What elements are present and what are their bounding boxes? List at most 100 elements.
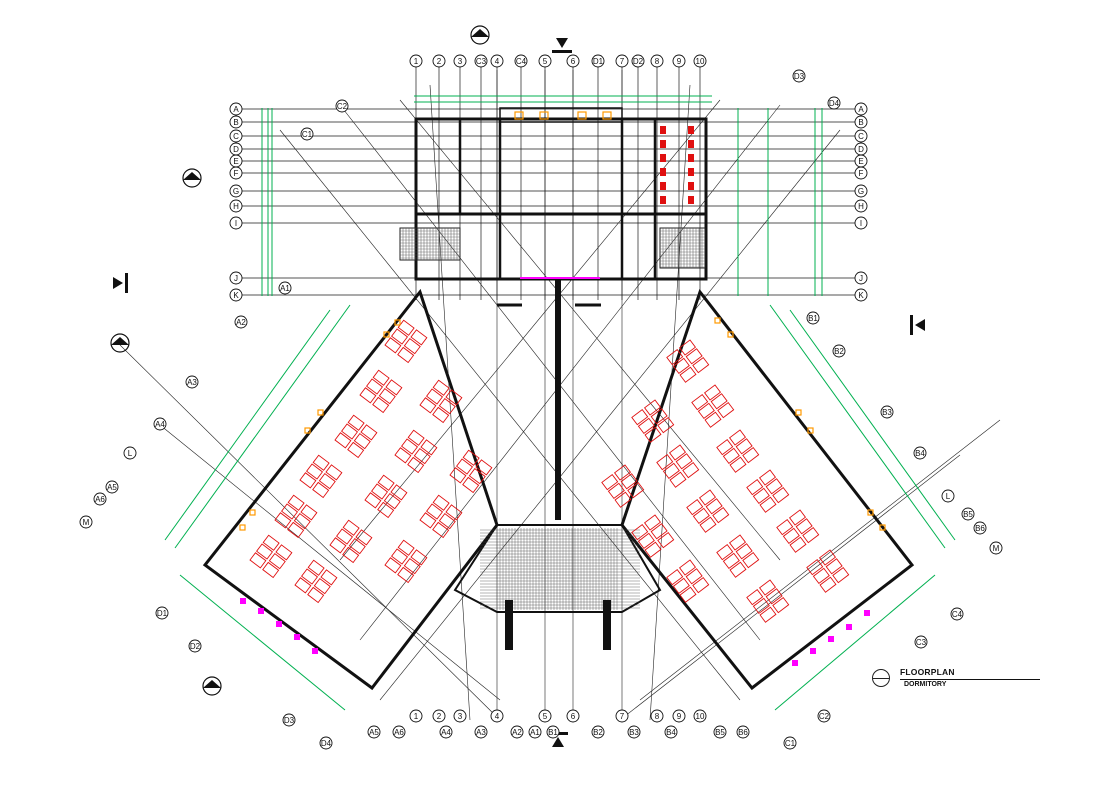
grid-bubble-col-top: C3 bbox=[474, 54, 488, 68]
door-marker bbox=[249, 509, 256, 516]
grid-bubble-row-right: J bbox=[854, 271, 868, 285]
grid-bubble-label: G bbox=[858, 187, 864, 196]
door-marker bbox=[514, 111, 524, 120]
fixture-toilet bbox=[660, 140, 666, 148]
bed bbox=[329, 537, 347, 554]
door-marker bbox=[867, 509, 874, 516]
grid-bubble-circle bbox=[941, 489, 955, 503]
grid-bubble-label: B bbox=[858, 118, 863, 127]
grid-bubble-label: B6 bbox=[738, 728, 748, 737]
grid-bubble-label: I bbox=[860, 219, 862, 228]
bed bbox=[613, 464, 632, 481]
bed bbox=[397, 319, 415, 336]
fixture-toilet bbox=[688, 154, 694, 162]
bed bbox=[746, 588, 764, 606]
grid-bubble-circle bbox=[650, 54, 664, 68]
bed bbox=[340, 423, 359, 440]
stair-right bbox=[659, 227, 706, 269]
bed-cluster-right bbox=[746, 579, 790, 623]
bed bbox=[704, 411, 722, 428]
grid-bubble-col-top: 9 bbox=[672, 54, 686, 68]
walls bbox=[202, 107, 915, 691]
bed bbox=[445, 389, 463, 406]
grid-bubble-circle bbox=[474, 725, 488, 739]
grid-bubble-wing-right: M bbox=[989, 541, 1003, 555]
door-marker bbox=[795, 409, 802, 416]
title-symbol-icon bbox=[872, 669, 890, 687]
bed-cluster-left bbox=[419, 379, 463, 424]
marker-circle bbox=[182, 168, 202, 188]
bed bbox=[644, 426, 662, 443]
bed bbox=[637, 417, 655, 435]
grid-bubble-circle bbox=[474, 54, 488, 68]
bed bbox=[462, 476, 480, 494]
bed bbox=[262, 534, 280, 551]
grid-bubble-label: 4 bbox=[495, 57, 500, 66]
bed bbox=[255, 543, 274, 560]
marker-triangle bbox=[203, 680, 221, 688]
bed bbox=[758, 579, 777, 596]
bed bbox=[698, 489, 717, 506]
bed-cluster-left bbox=[449, 449, 493, 494]
section-mark-top bbox=[552, 38, 572, 53]
grid-bubble-circle bbox=[854, 271, 868, 285]
bed bbox=[782, 527, 800, 545]
bed bbox=[400, 438, 419, 455]
bed bbox=[765, 478, 783, 495]
bed bbox=[347, 441, 365, 459]
bed bbox=[320, 569, 338, 586]
bed bbox=[678, 559, 697, 576]
grid-bubble-label: L bbox=[128, 449, 133, 458]
section-marks bbox=[110, 25, 925, 747]
grid-bubble-label: A2 bbox=[236, 318, 246, 327]
grid-bubble-circle bbox=[783, 736, 797, 750]
grid-bubble-label: D4 bbox=[321, 739, 332, 748]
grid-bubble-label: 8 bbox=[655, 57, 660, 66]
grid-bubble-col-top: 2 bbox=[432, 54, 446, 68]
grid-bubble-label: M bbox=[993, 544, 1000, 553]
grid-bubble-bottom-right: C3 bbox=[914, 635, 928, 649]
elevation-mark-left bbox=[182, 168, 202, 188]
grid-bubble-circle bbox=[693, 709, 707, 723]
bed bbox=[692, 356, 710, 374]
section-mark-left bbox=[113, 273, 128, 293]
grid-bubble-circle bbox=[566, 709, 580, 723]
grid-bubble-label: K bbox=[858, 291, 864, 300]
bed bbox=[802, 526, 820, 544]
grid-bubble-wing-left: A3 bbox=[185, 375, 199, 389]
grid-bubble-row-right: B bbox=[854, 115, 868, 129]
bed bbox=[819, 576, 837, 593]
grid-bubble-row-right: A bbox=[854, 102, 868, 116]
bed bbox=[776, 518, 794, 536]
door-marker bbox=[539, 111, 549, 120]
grid-bubble-circle bbox=[817, 709, 831, 723]
grid-bubble-circle bbox=[854, 199, 868, 213]
bed bbox=[318, 473, 336, 490]
door-marker bbox=[727, 331, 734, 338]
dimension-line bbox=[164, 309, 331, 541]
bed bbox=[365, 378, 384, 395]
grid-bubble-col-top: D1 bbox=[591, 54, 605, 68]
grid-bubble-label: 7 bbox=[620, 57, 625, 66]
grid-bubble-row-left: H bbox=[229, 199, 243, 213]
fixture-toilet bbox=[660, 154, 666, 162]
grid-bubble-circle bbox=[792, 69, 806, 83]
grid-bubble-bottom-left: D2 bbox=[188, 639, 202, 653]
grid-bubble-bottom-left: A5 bbox=[367, 725, 381, 739]
bed bbox=[795, 518, 813, 535]
bed bbox=[377, 474, 395, 491]
bed bbox=[348, 538, 366, 555]
grid-bubble-label: C bbox=[858, 132, 864, 141]
grid-bubble-bottom-center: A2 bbox=[510, 725, 524, 739]
grid-bubble-label: J bbox=[859, 274, 863, 283]
grid-bubble-label: B bbox=[233, 118, 238, 127]
bed bbox=[691, 393, 709, 411]
bed bbox=[607, 482, 625, 500]
bed bbox=[305, 463, 324, 480]
grid-bubble-circle bbox=[155, 606, 169, 620]
bed bbox=[347, 414, 365, 431]
grid-bubble-circle bbox=[973, 521, 987, 535]
grid-bubble-bottom-right: C1 bbox=[783, 736, 797, 750]
